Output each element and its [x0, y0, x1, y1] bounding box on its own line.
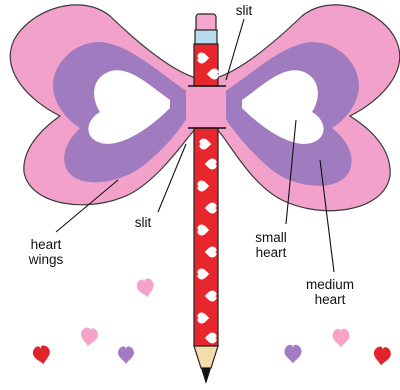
- label-slit-top: slit: [236, 3, 253, 18]
- heart-icon: [32, 344, 52, 365]
- pencil-lead: [201, 368, 211, 384]
- label-small-heart-line1: small: [255, 230, 287, 245]
- label-medium-heart-line1: medium: [306, 277, 354, 292]
- left-wings: [10, 5, 196, 205]
- label-heart-wings-line2: wings: [28, 252, 64, 267]
- heart-icon: [333, 329, 350, 348]
- heart-icon: [79, 327, 98, 348]
- heart-icon: [285, 345, 302, 364]
- heart-icon: [373, 346, 392, 366]
- label-slit-bottom: slit: [135, 215, 152, 230]
- wing-center-band: [186, 86, 226, 128]
- heart-icon: [136, 277, 157, 299]
- label-heart-wings-line1: heart: [31, 237, 62, 252]
- pencil-ferrule: [195, 30, 217, 44]
- heart-icon: [118, 346, 134, 364]
- label-medium-heart-line2: heart: [315, 292, 346, 307]
- pencil-wood-tip: [194, 346, 218, 368]
- pencil-eraser: [196, 14, 216, 32]
- right-wings: [216, 5, 400, 211]
- label-small-heart-line2: heart: [256, 245, 287, 260]
- pencil-body-top: [194, 44, 218, 86]
- pencil: [194, 14, 219, 384]
